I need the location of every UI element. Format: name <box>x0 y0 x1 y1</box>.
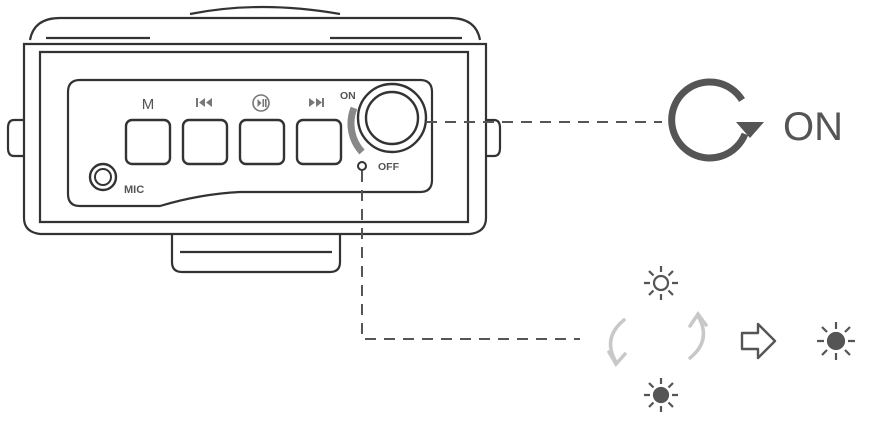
device-top-rim <box>28 16 482 41</box>
belt-clip <box>170 234 342 274</box>
left-strap-lug <box>6 118 24 158</box>
power-state-label: ON <box>783 105 843 149</box>
next-track-icon <box>309 98 324 107</box>
previous-button[interactable] <box>181 118 229 166</box>
speaker-device <box>6 5 502 274</box>
device-top-dome <box>189 5 341 16</box>
led-callout-line <box>361 171 580 340</box>
previous-track-icon <box>196 98 212 107</box>
knob-on-label: ON <box>340 90 356 102</box>
cycle-arrows-icon <box>607 310 708 367</box>
device-body-outline <box>22 42 488 236</box>
device-body-inner <box>38 50 470 224</box>
control-panel <box>66 78 434 208</box>
next-button[interactable] <box>295 118 343 166</box>
play-pause-icon <box>252 94 270 112</box>
mode-button[interactable] <box>124 118 172 166</box>
knob-range-arc <box>347 106 365 155</box>
mode-label: M <box>142 96 155 113</box>
power-knob[interactable] <box>347 82 428 155</box>
status-led <box>357 161 367 171</box>
play-pause-button[interactable] <box>238 118 286 166</box>
knob-off-label: OFF <box>378 161 400 173</box>
led-on-icon <box>644 378 678 412</box>
rotate-clockwise-icon <box>668 78 764 162</box>
mic-label: MIC <box>124 184 144 196</box>
right-strap-lug <box>486 118 502 158</box>
right-arrow-icon <box>740 322 777 360</box>
led-result-on-icon <box>817 322 855 360</box>
control-buttons <box>124 118 343 166</box>
led-off-icon <box>644 266 678 300</box>
microphone-jack <box>88 162 118 192</box>
